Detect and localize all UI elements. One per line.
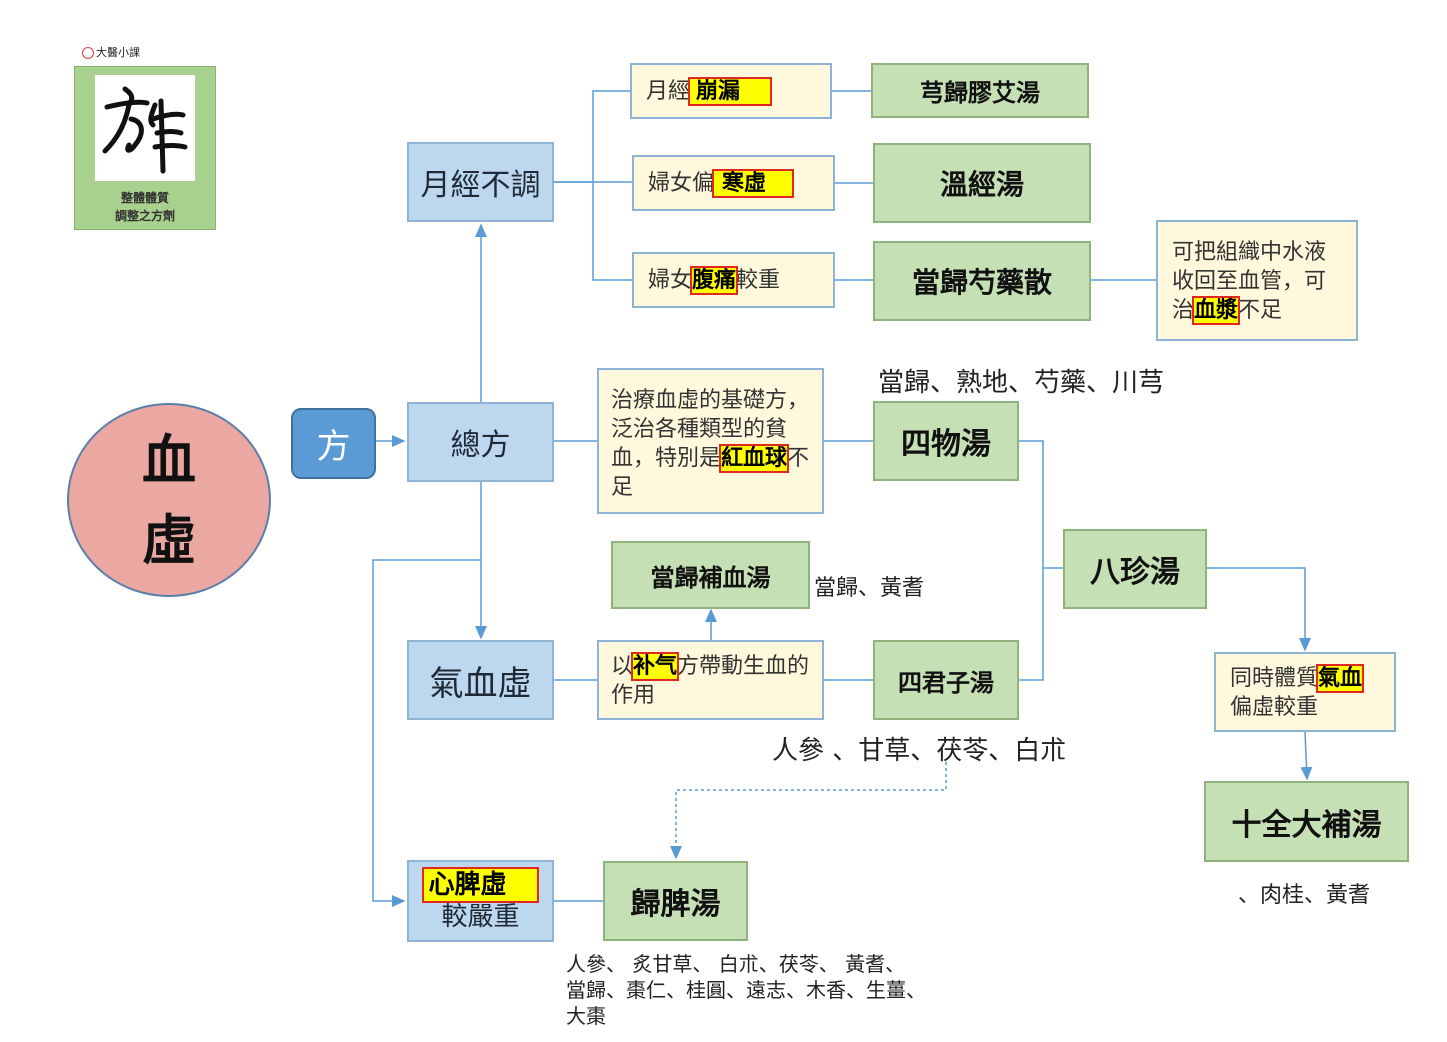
qi-note: 以补气方帶動生血的作用 [597,640,824,720]
logo-subtitle-1: 整體體質 [120,191,169,205]
menstrual-note-2: 婦女偏寒虛 [632,155,835,211]
fang-label: 方 [291,408,376,479]
formula-siwu: 四物湯 [873,401,1019,481]
highlight-buqi: 补气 [631,652,680,681]
brand-label: 大醫小課 [82,44,140,60]
guipi-herbs-1: 人參、 炙甘草、 白朮、茯苓、 黃耆、 [566,952,906,976]
bazhen-note: 同時體質氣血偏虛較重 [1214,652,1396,732]
guipi-herbs-2: 當歸、棗仁、桂圓、遠志、木香、生薑、 [566,978,926,1002]
buxue-herbs: 當歸、黃耆 [814,576,925,601]
calligraphy-icon [102,86,188,174]
highlight-hanxu: 寒虛 [712,169,795,198]
heart-spleen-rest: 較嚴重 [441,902,520,932]
formula-xiongguijiaoai: 芎歸膠艾湯 [871,63,1089,118]
general-note: 治療血虛的基礎方，泛治各種類型的貧血，特別是紅血球不足 [597,368,824,514]
highlight-bengluo: 崩漏 [688,77,773,106]
logo-card: 整體體質 調整之方劑 [74,66,216,230]
highlight-hongxueqiu: 紅血球 [719,444,790,473]
category-general: 總方 [407,402,554,482]
root-line-2: 虛 [142,508,196,572]
root-line-1: 血 [142,428,196,492]
category-heart-spleen: 心脾虛 較嚴重 [407,860,554,942]
category-menstrual: 月經不調 [407,142,554,222]
formula-sijunzi: 四君子湯 [873,640,1019,720]
brand-seal-icon [82,47,94,59]
highlight-futong: 腹痛 [690,266,739,295]
calligraphy-image [95,75,195,181]
menstrual-note-3: 婦女腹痛較重 [632,252,835,308]
sijunzi-herbs: 人參 、甘草、茯苓、白朮 [772,736,1067,766]
shiquan-herbs: 、肉桂、黃耆 [1238,883,1371,908]
formula-dangguibuxue: 當歸補血湯 [611,541,810,609]
danggui-note: 可把組織中水液收回至血管，可治血漿不足 [1156,220,1358,341]
highlight-xuejiang: 血漿 [1192,296,1241,325]
formula-guipi: 歸脾湯 [603,861,748,941]
guipi-herbs-3: 大棗 [566,1004,606,1028]
formula-dangguishaoyao: 當歸芍藥散 [873,241,1091,321]
root-node-blood-deficiency: 血 虛 [67,403,271,597]
logo-subtitle-2: 調整之方劑 [114,209,175,223]
formula-bazhen: 八珍湯 [1063,529,1207,609]
siwu-herbs: 當歸、熟地、芍藥、川芎 [878,368,1165,398]
menstrual-note-1: 月經崩漏 [630,63,832,119]
formula-wenjing: 溫經湯 [873,143,1091,223]
formula-shiquandabu: 十全大補湯 [1204,781,1409,862]
category-qi-blood: 氣血虛 [407,640,554,720]
highlight-qixue: 氣血 [1316,664,1365,693]
highlight-heart-spleen: 心脾虛 [422,867,539,903]
